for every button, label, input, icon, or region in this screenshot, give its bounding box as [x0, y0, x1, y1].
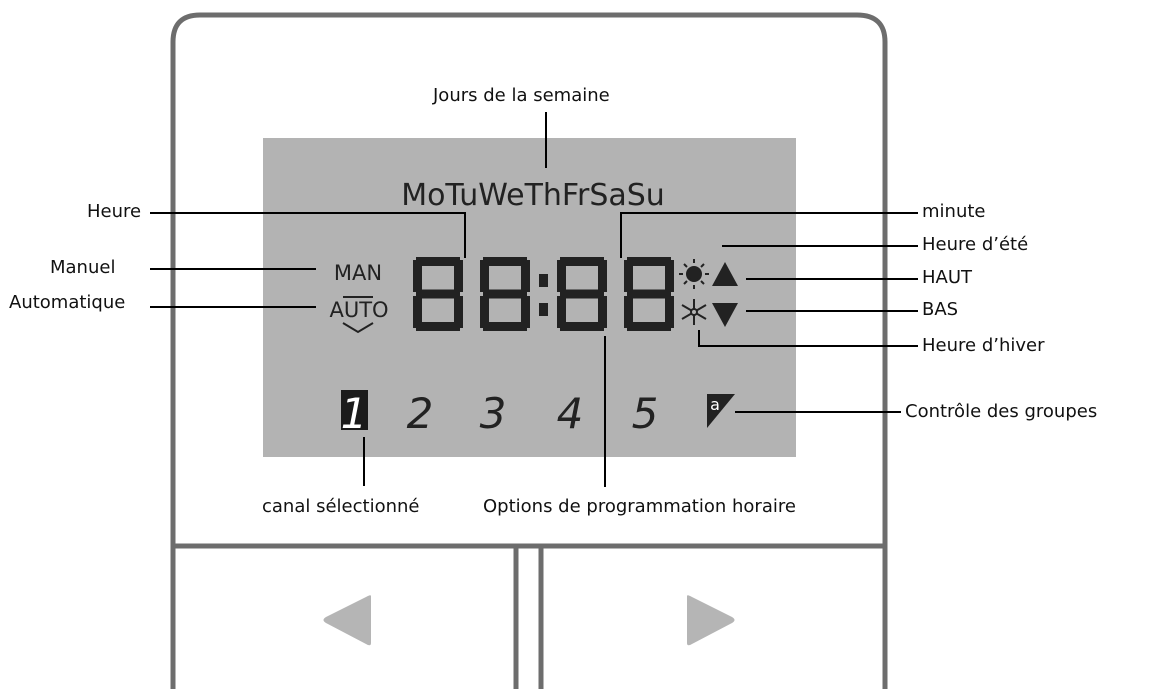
- channel-3: 3: [480, 389, 507, 438]
- left-arrow-icon: [323, 595, 371, 646]
- segment-digit: [413, 257, 463, 331]
- channel-2: 2: [407, 389, 434, 438]
- manual-mode-indicator: MAN: [334, 261, 382, 285]
- device-frame: [170, 12, 888, 689]
- leader-lines: [150, 112, 918, 487]
- label-automatic: Automatique: [9, 292, 126, 313]
- label-down: BAS: [922, 299, 959, 320]
- channel-5: 5: [632, 389, 659, 438]
- right-arrow-icon: [687, 595, 735, 646]
- left-button[interactable]: [175, 549, 514, 689]
- label-summer-time: Heure d’été: [922, 234, 1029, 255]
- label-manual: Manuel: [50, 257, 116, 278]
- days-of-week-display: MoTuWeThFrSaSu: [401, 178, 665, 213]
- down-triangle-icon: [712, 303, 738, 327]
- sun-icon: [679, 259, 709, 289]
- label-up: HAUT: [922, 267, 973, 288]
- segment-digit: [480, 257, 530, 331]
- label-hour: Heure: [87, 201, 142, 222]
- snowflake-icon: [681, 299, 707, 325]
- time-segment-display: [413, 257, 674, 331]
- label-time-options: Options de programmation horaire: [483, 496, 796, 517]
- segment-digit: [557, 257, 607, 331]
- auto-mode-indicator: AUTO: [329, 298, 388, 322]
- label-selected-channel: canal sélectionné: [262, 496, 420, 517]
- time-colon: [539, 274, 548, 316]
- label-days-of-week: Jours de la semaine: [433, 85, 610, 106]
- label-group-control: Contrôle des groupes: [905, 401, 1098, 422]
- group-control-icon: [707, 394, 735, 428]
- label-winter-time: Heure d’hiver: [922, 335, 1045, 356]
- channel-1: 1: [341, 389, 368, 438]
- shield-chevron-icon: [342, 296, 374, 334]
- selected-channel-box: [341, 390, 368, 430]
- segment-digit: [624, 257, 674, 331]
- label-minute: minute: [922, 201, 986, 222]
- up-triangle-icon: [712, 262, 738, 286]
- group-symbol: a: [710, 395, 720, 414]
- right-button[interactable]: [543, 549, 883, 689]
- channel-4: 4: [557, 389, 584, 438]
